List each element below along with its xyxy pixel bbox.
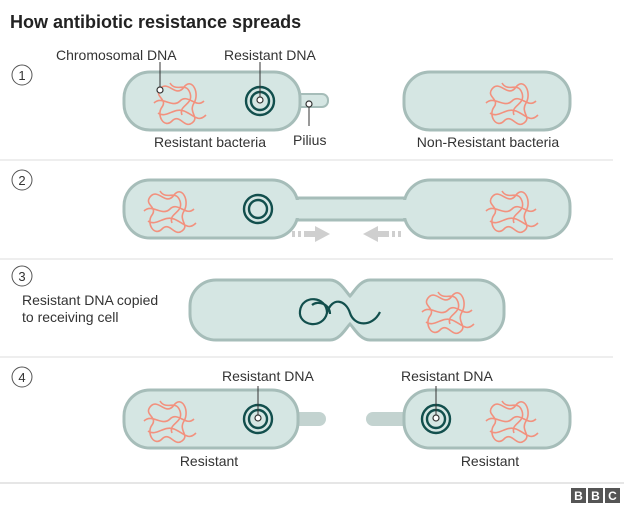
- resistant-bacterium-right-step4: [366, 388, 572, 450]
- step-4-number: 4: [18, 370, 25, 385]
- svg-text:B: B: [574, 489, 583, 503]
- dividing-cell-step3: [188, 278, 506, 342]
- conjugating-bacteria-step2: [122, 178, 572, 240]
- pull-arrow-right-icon: [292, 226, 330, 242]
- resistant-label-left: Resistant: [180, 453, 238, 469]
- svg-text:C: C: [608, 489, 617, 503]
- page-title: How antibiotic resistance spreads: [10, 12, 301, 32]
- step3-caption-line2: to receiving cell: [22, 309, 119, 325]
- step-2-number: 2: [18, 173, 25, 188]
- resistant-dna-label: Resistant DNA: [401, 368, 493, 384]
- step-3-number: 3: [18, 269, 25, 284]
- resistant-bacteria-label: Resistant bacteria: [154, 134, 266, 150]
- pilus: [366, 412, 412, 426]
- pull-arrow-left-icon: [363, 226, 401, 242]
- step-4-marker: 4: [11, 366, 33, 388]
- resistant-dna-label: Resistant DNA: [224, 47, 316, 63]
- cell-body: [188, 278, 506, 342]
- step-1-marker: 1: [11, 64, 33, 86]
- step3-caption-line1: Resistant DNA copied: [22, 292, 158, 308]
- cell-body: [402, 70, 572, 132]
- step-1-number: 1: [18, 68, 25, 83]
- resistant-bacterium-step1: [122, 70, 329, 132]
- resistant-label-right: Resistant: [461, 453, 519, 469]
- transferring-dna-strand-icon: [298, 298, 381, 326]
- resistant-bacterium-left-step4: [122, 388, 326, 450]
- pilius-label: Pilius: [293, 132, 326, 148]
- non-resistant-bacteria-label: Non-Resistant bacteria: [417, 134, 560, 150]
- resistant-dna-label: Resistant DNA: [222, 368, 314, 384]
- svg-text:B: B: [591, 489, 600, 503]
- step-3-marker: 3: [11, 265, 33, 287]
- non-resistant-bacterium-step1: [402, 70, 572, 132]
- cell-body: [402, 178, 572, 240]
- cell-body: [402, 388, 572, 450]
- bbc-logo: B B C: [571, 488, 620, 503]
- chromosomal-dna-label: Chromosomal DNA: [56, 47, 177, 63]
- step-2-marker: 2: [11, 169, 33, 191]
